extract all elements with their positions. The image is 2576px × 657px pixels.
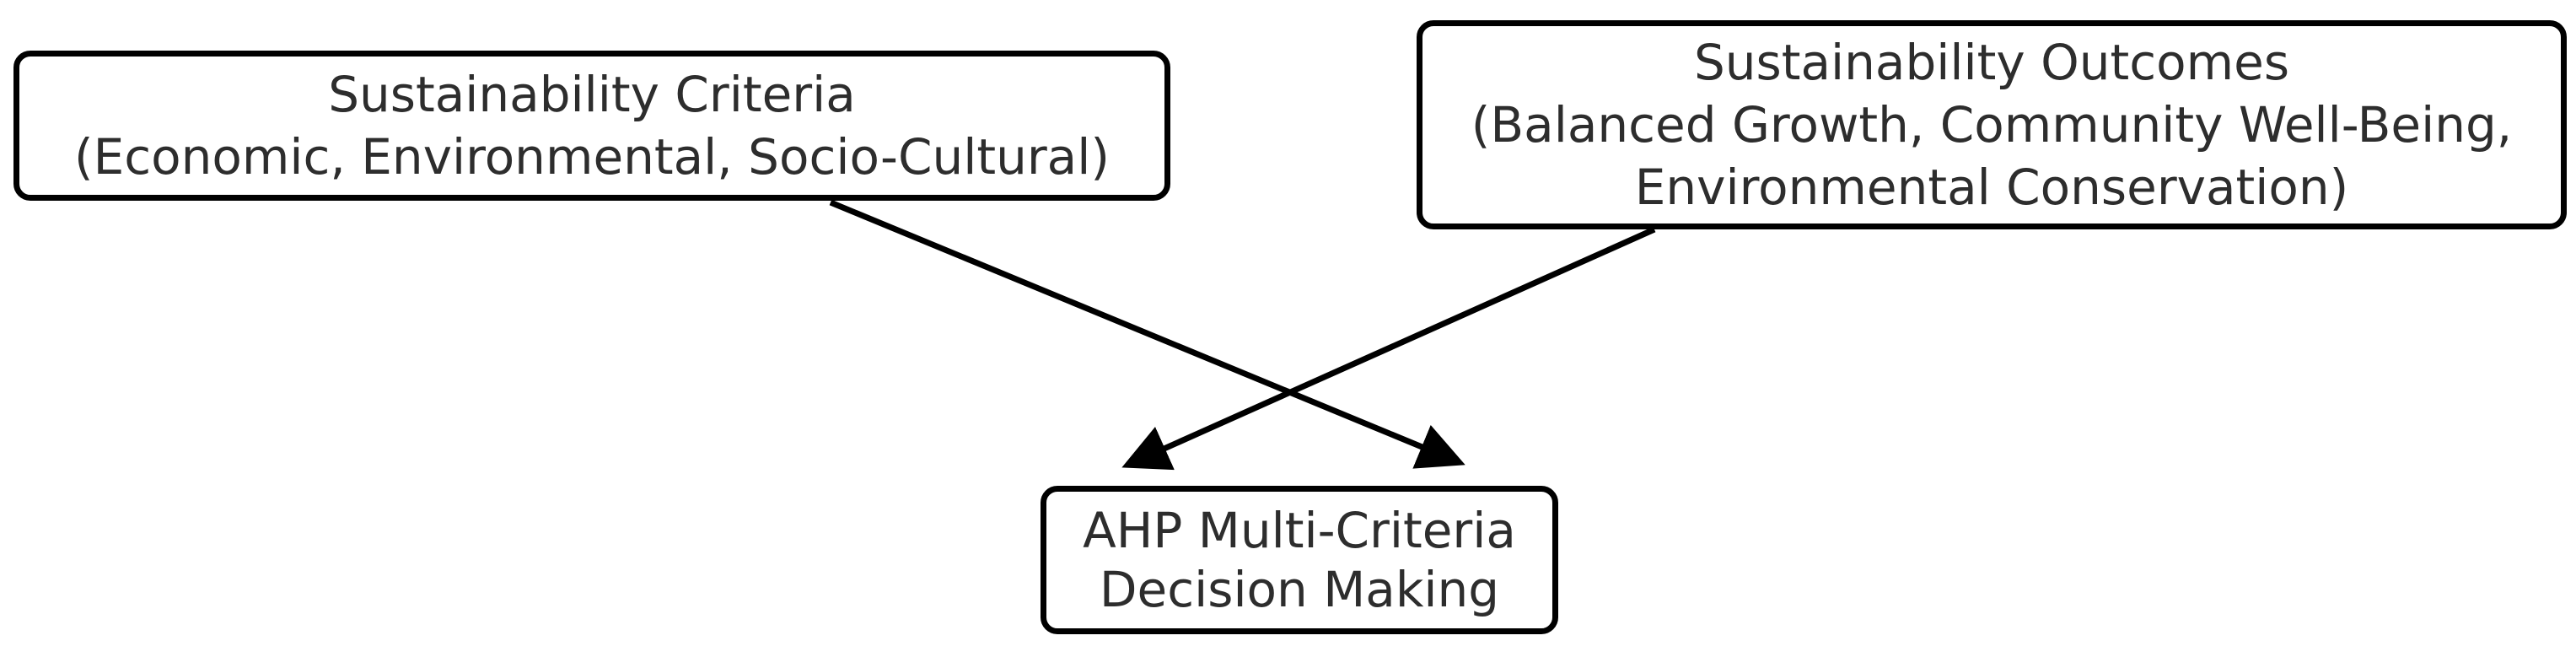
node-ahp-decision-making-label: AHP Multi-Criteria Decision Making — [1083, 502, 1516, 618]
arrow-criteria-to-ahp — [829, 199, 1465, 469]
node-sustainability-outcomes: Sustainability Outcomes (Balanced Growth… — [1417, 20, 2567, 229]
arrow-outcomes-to-ahp — [1121, 226, 1656, 471]
node-ahp-decision-making: AHP Multi-Criteria Decision Making — [1041, 486, 1558, 634]
node-sustainability-criteria: Sustainability Criteria (Economic, Envir… — [13, 51, 1170, 201]
node-sustainability-outcomes-label: Sustainability Outcomes (Balanced Growth… — [1471, 34, 2513, 216]
node-sustainability-criteria-label: Sustainability Criteria (Economic, Envir… — [74, 66, 1110, 186]
